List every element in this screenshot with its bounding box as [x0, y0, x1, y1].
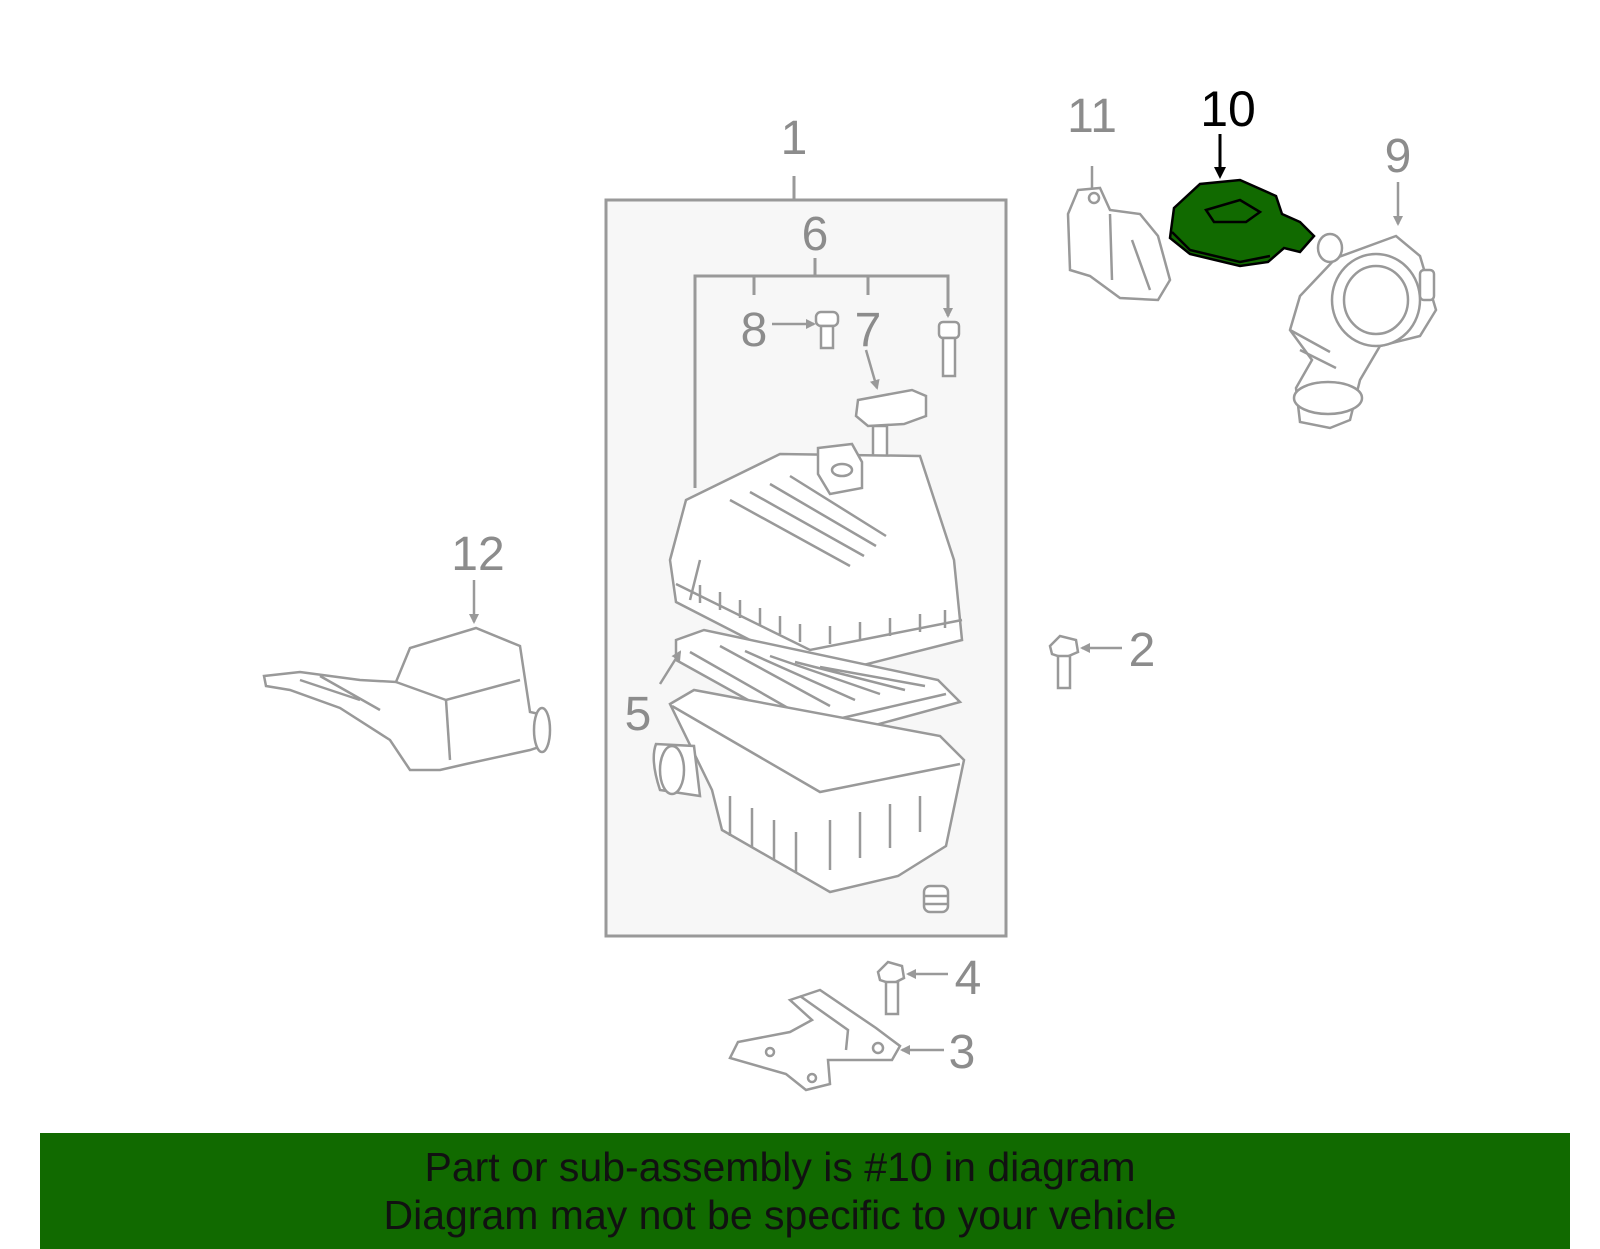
callout-1[interactable]: 1 — [781, 112, 808, 165]
callout-labels: 1 2 3 4 5 6 7 8 9 11 12 — [451, 90, 1411, 1079]
part-9-throttle-body[interactable] — [1288, 182, 1438, 430]
part-2-bolt[interactable] — [1048, 634, 1122, 690]
callout-4[interactable]: 4 — [955, 952, 982, 1005]
footer-line-2: Diagram may not be specific to your vehi… — [383, 1192, 1177, 1238]
part-6-clip[interactable] — [937, 320, 961, 378]
part-1-lower-case[interactable] — [652, 688, 966, 914]
part-3-bracket[interactable] — [728, 988, 944, 1092]
footer-banner: Part or sub-assembly is #10 in diagram D… — [40, 1133, 1570, 1249]
part-8-screw[interactable] — [772, 310, 840, 350]
callout-8[interactable]: 8 — [741, 304, 768, 357]
part-10-highlighted[interactable] — [1168, 134, 1316, 268]
part-1-cover[interactable] — [668, 442, 964, 678]
footer-line-1: Part or sub-assembly is #10 in diagram — [424, 1144, 1136, 1190]
callout-3[interactable]: 3 — [949, 1026, 976, 1079]
callout-12[interactable]: 12 — [451, 528, 504, 581]
callout-5[interactable]: 5 — [625, 688, 652, 741]
part-4-bolt[interactable] — [876, 960, 948, 1016]
part-11-resonator[interactable] — [1066, 166, 1172, 302]
callout-9[interactable]: 9 — [1385, 130, 1412, 183]
callout-11[interactable]: 11 — [1067, 90, 1117, 143]
part-12-intake-duct[interactable] — [262, 580, 552, 772]
callout-10-highlighted[interactable]: 10 — [1200, 81, 1256, 137]
callout-6[interactable]: 6 — [802, 208, 829, 261]
callout-7[interactable]: 7 — [855, 304, 882, 357]
callout-6-bracket — [693, 258, 953, 488]
callout-2[interactable]: 2 — [1129, 624, 1156, 677]
